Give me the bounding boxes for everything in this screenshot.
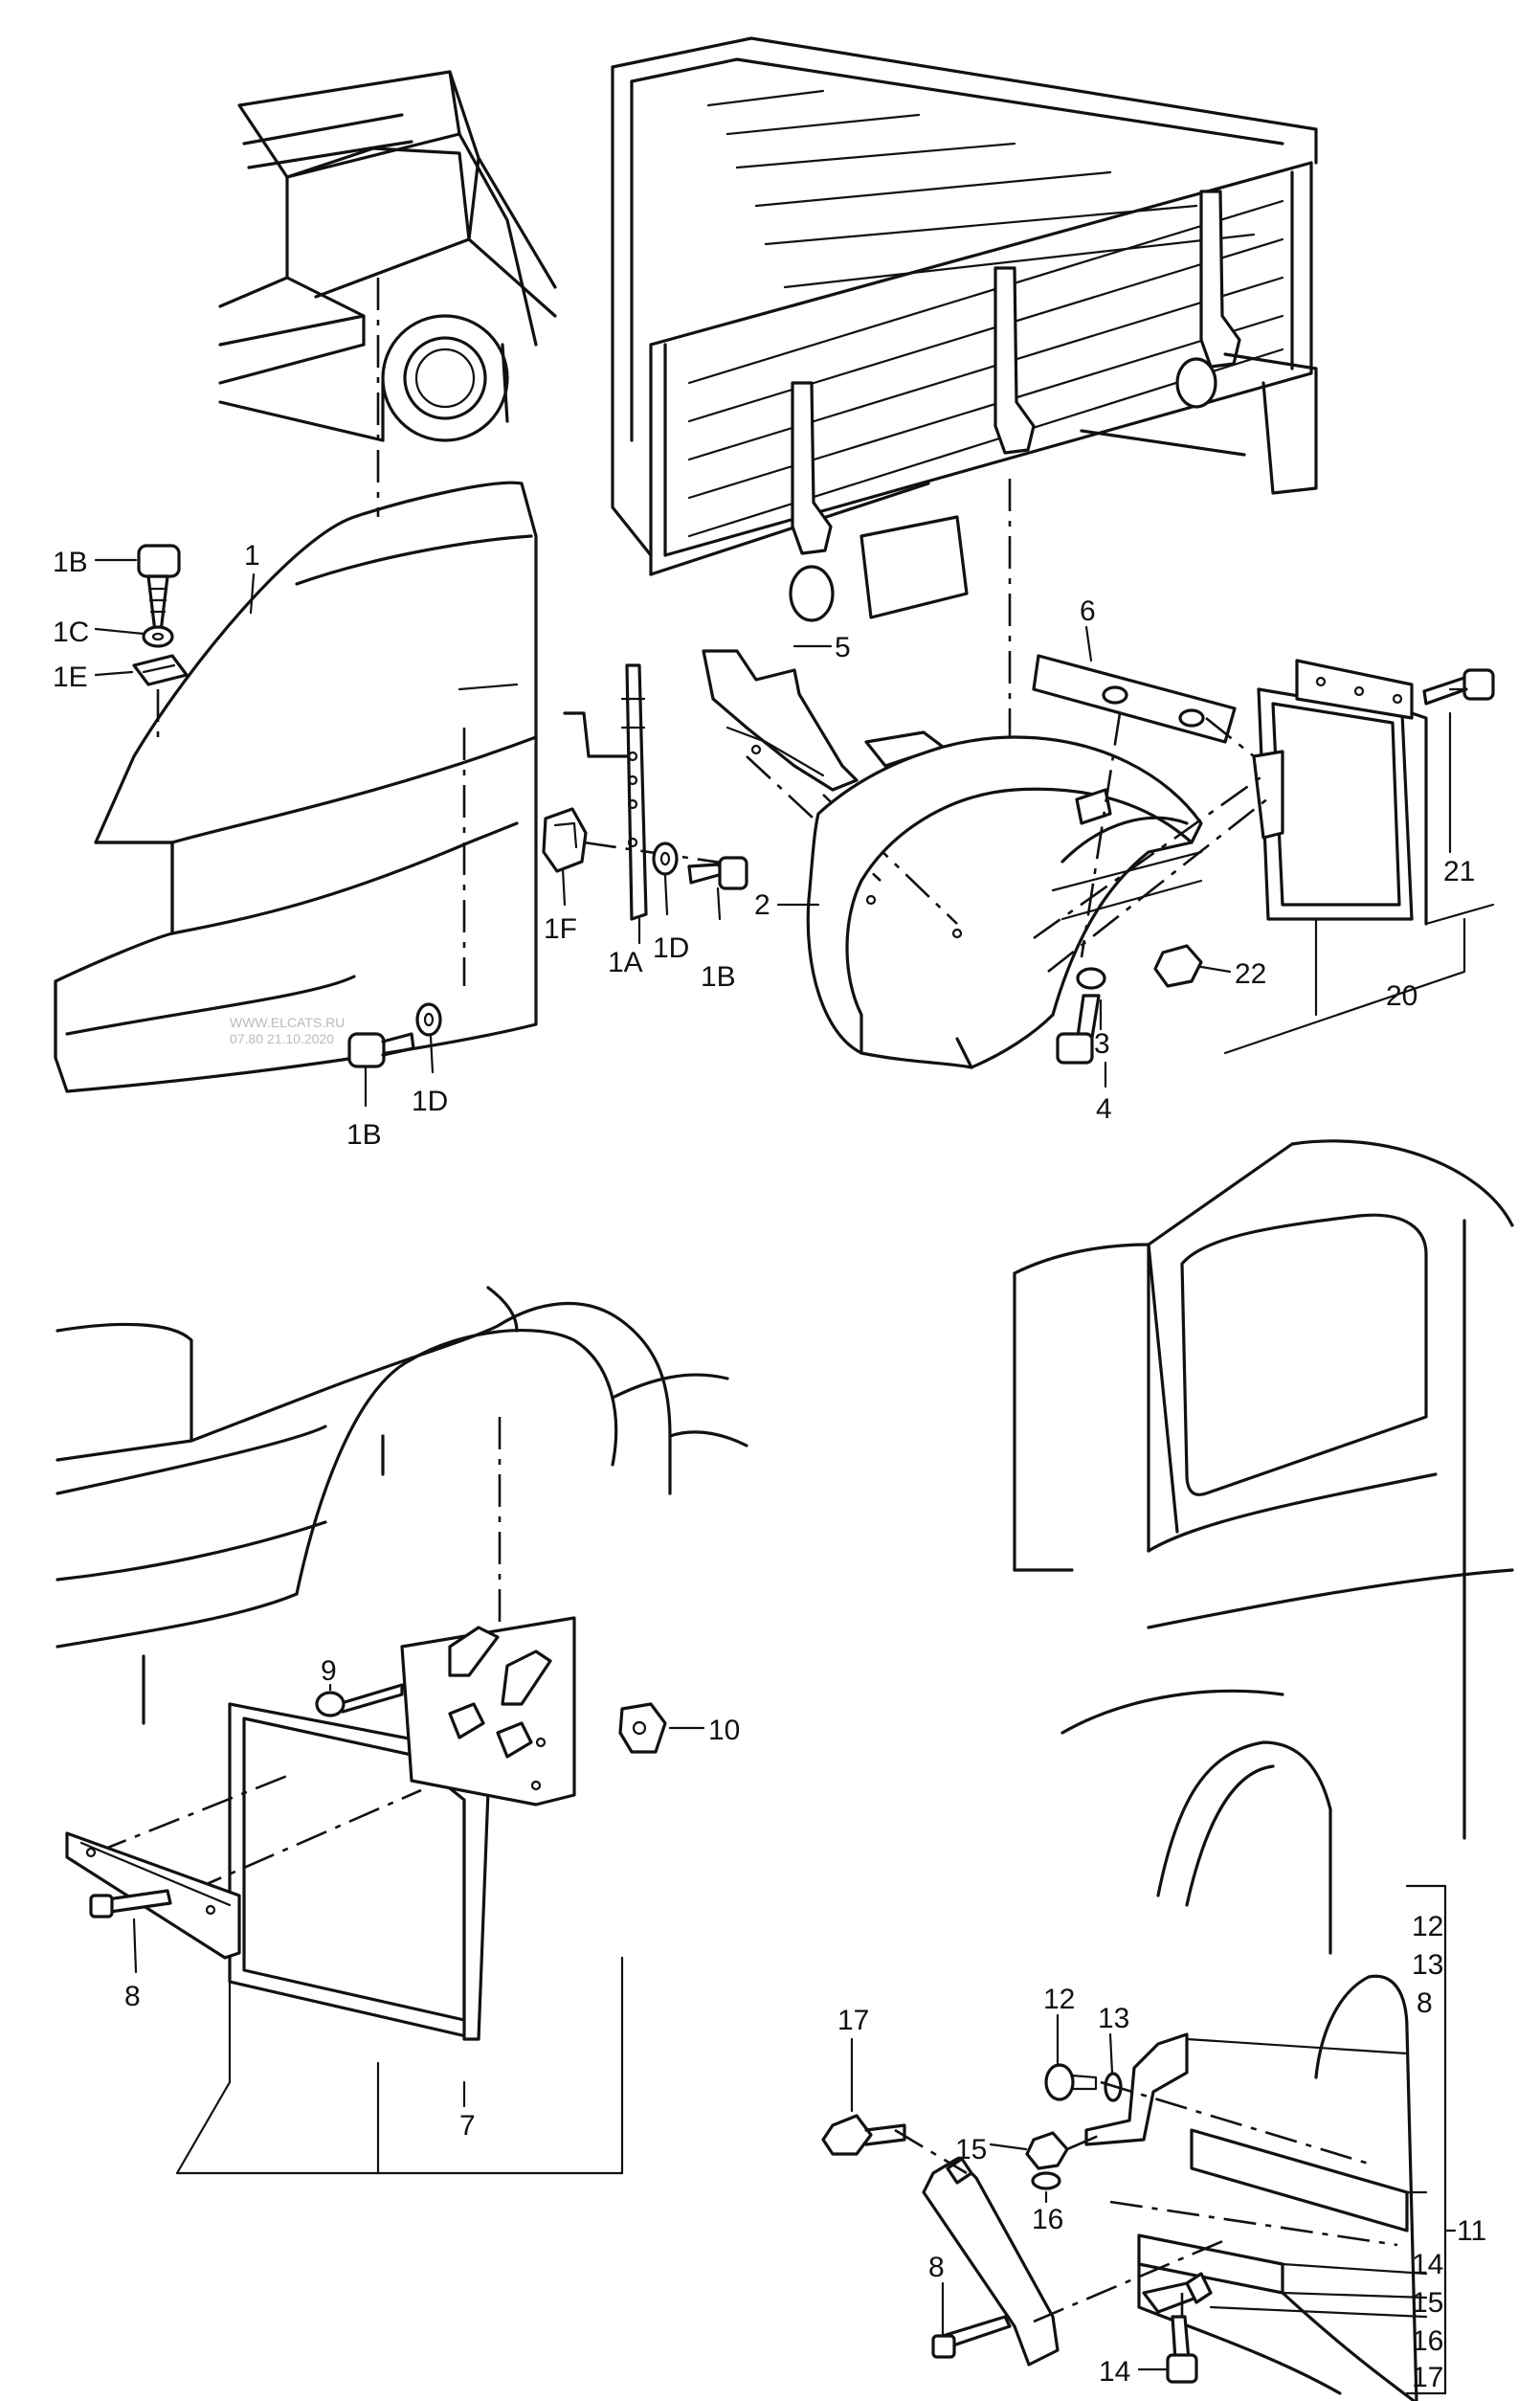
label-1B-right: 1B (701, 961, 736, 993)
leader-lines-bottom-right (850, 1884, 1457, 2395)
leader-lines-top-right (776, 625, 1495, 1088)
label-16: 16 (1032, 2204, 1063, 2235)
bolt-8-front (89, 1889, 172, 1919)
label-11: 11 (1457, 2215, 1486, 2247)
label-22: 22 (1235, 958, 1266, 990)
clip-10 (618, 1702, 667, 1754)
watermark: WWW.ELCATS.RU 07.80 21.10.2020 (230, 1015, 345, 1046)
label-1C: 1C (53, 617, 89, 648)
label-1D-bottom: 1D (412, 1086, 448, 1117)
rear-quarter-illustration (1013, 1139, 1514, 1955)
bracket-17-support (922, 2157, 1060, 2367)
label-1: 1 (244, 540, 260, 572)
label-1B-bottom: 1B (346, 1119, 382, 1151)
part-labels: 1B 1 1C 1E 1F 1A 1D 1B 1B 1D 5 6 2 3 4 2… (53, 540, 1486, 2393)
nut-22 (1153, 944, 1203, 988)
clip-1F (542, 807, 588, 873)
screw-1B-top (137, 544, 181, 634)
label-7: 7 (459, 2110, 476, 2142)
label-list-15: 15 (1412, 2287, 1443, 2319)
label-17: 17 (837, 2005, 869, 2036)
bracket-5 (702, 649, 859, 792)
bolt-8-rear (931, 2315, 1012, 2359)
label-12: 12 (1043, 1984, 1075, 2015)
label-1B: 1B (53, 547, 88, 578)
label-14: 14 (1099, 2356, 1130, 2388)
watermark-line-1: WWW.ELCATS.RU (230, 1015, 345, 1030)
label-list-17: 17 (1412, 2362, 1443, 2393)
label-list-14: 14 (1412, 2249, 1443, 2280)
label-1D: 1D (653, 932, 689, 964)
strip-6 (1032, 654, 1237, 744)
screw-14 (1166, 2315, 1198, 2384)
label-21: 21 (1443, 856, 1475, 887)
bolt-17 (821, 2114, 906, 2156)
washer-3 (1076, 967, 1106, 990)
washer-1D (652, 841, 679, 876)
leader-lines-top-left (94, 558, 722, 1108)
front-fender-illustration (56, 1286, 748, 1725)
screw-1B-right (687, 856, 748, 890)
label-4: 4 (1096, 1093, 1112, 1125)
washer-1D-bottom (415, 1002, 442, 1037)
screw-9 (315, 1683, 404, 1717)
mudflap-20-assembly (1252, 659, 1428, 926)
label-1F: 1F (544, 913, 577, 945)
screw-12 (1044, 2063, 1098, 2101)
label-list-8: 8 (1417, 1987, 1433, 2019)
watermark-line-2: 07.80 21.10.2020 (230, 1031, 334, 1046)
label-2: 2 (754, 889, 770, 921)
bracket-13 (1084, 2032, 1189, 2146)
label-15: 15 (955, 2134, 987, 2165)
bolt-4 (1056, 994, 1101, 1065)
label-8-rear: 8 (928, 2252, 945, 2283)
nut-15 (1025, 2131, 1069, 2170)
label-6: 6 (1080, 595, 1096, 627)
wheel-housing-part-2 (806, 730, 1203, 1069)
label-list-12: 12 (1412, 1911, 1443, 1942)
clip-1E (132, 654, 189, 686)
label-5: 5 (835, 632, 851, 663)
washer-1C (142, 625, 174, 648)
clip-14 (1142, 2272, 1213, 2314)
label-list-13: 13 (1412, 1949, 1443, 1981)
label-list-16: 16 (1412, 2325, 1443, 2357)
screw-1B-bottom (347, 1032, 415, 1068)
pickup-bed-illustration (611, 36, 1318, 622)
label-8-front: 8 (124, 1981, 141, 2012)
mudflap-7 (228, 1616, 576, 2041)
front-bumper-cover-part-1 (54, 481, 538, 1093)
bolt-21 (1422, 668, 1495, 706)
label-1A: 1A (608, 947, 643, 978)
washer-16 (1031, 2171, 1061, 2190)
label-13: 13 (1098, 2003, 1129, 2034)
mudflap-11 (1137, 1974, 1418, 2401)
cab-front-illustration (218, 70, 557, 442)
leader-lines-bottom-left (132, 1683, 705, 2175)
label-1E: 1E (53, 662, 88, 693)
label-9: 9 (321, 1655, 337, 1687)
label-20: 20 (1386, 980, 1417, 1012)
bracket-1A (563, 663, 648, 921)
label-10: 10 (708, 1715, 740, 1746)
label-3: 3 (1094, 1028, 1110, 1060)
